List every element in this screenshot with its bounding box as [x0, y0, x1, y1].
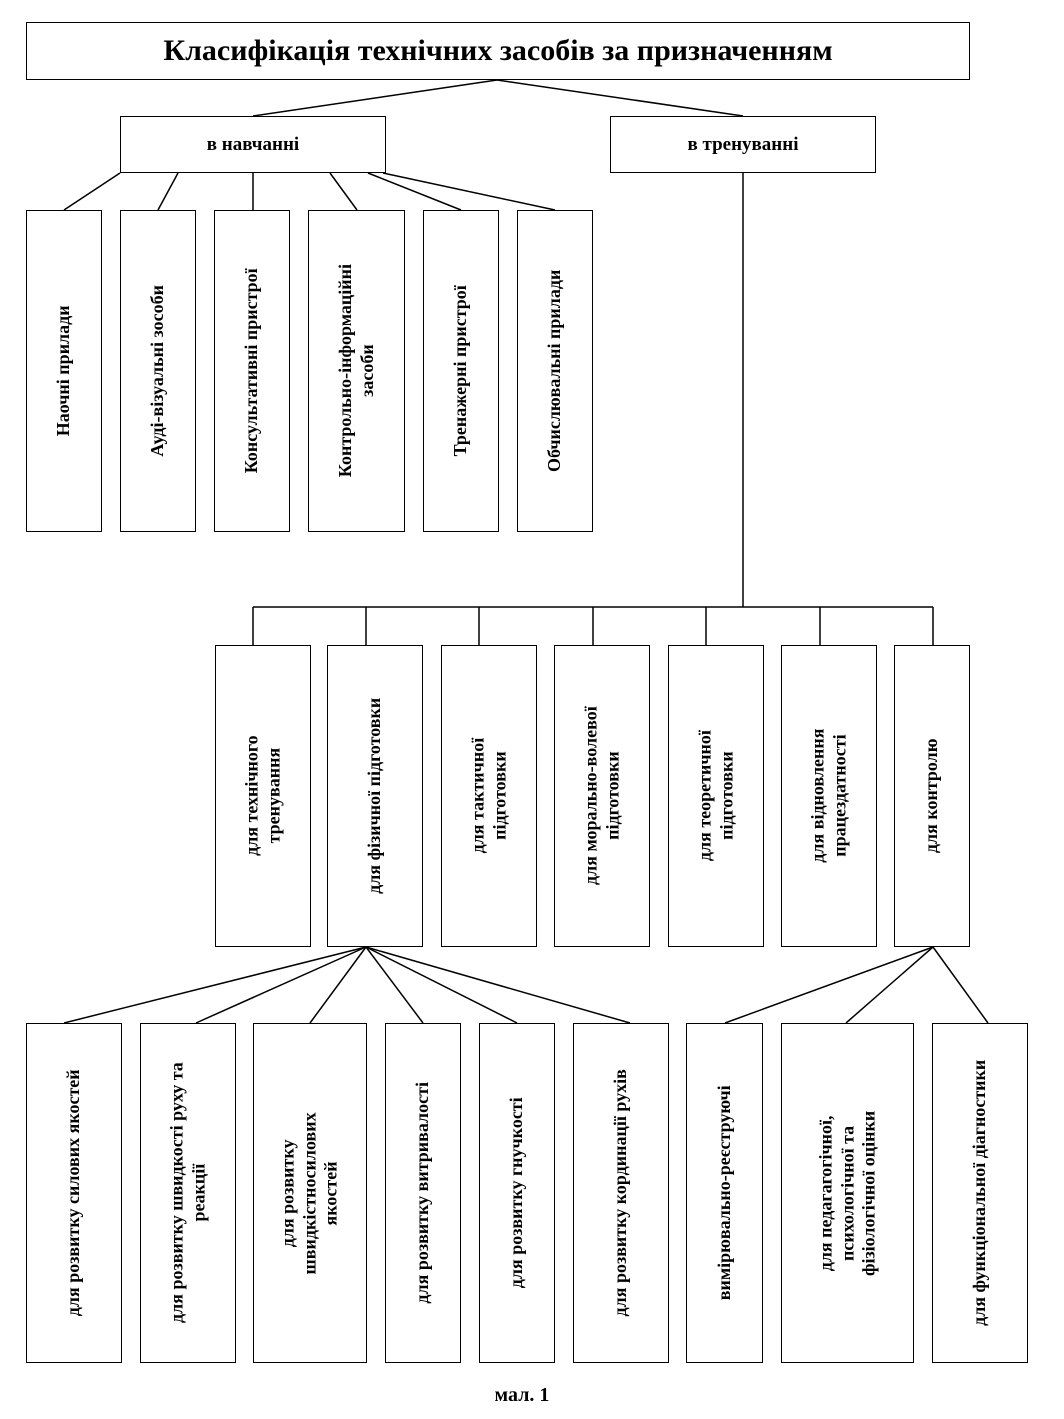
training-item-technical: для технічного тренування: [215, 645, 311, 947]
connector-line: [365, 946, 424, 1024]
physical-item-strength: для розвитку силових якостей: [26, 1023, 122, 1363]
branch-training: в тренуванні: [610, 116, 876, 173]
control-item-diagnostics: для функціональної діагностики: [932, 1023, 1028, 1363]
connector-line: [252, 79, 498, 117]
training-item-label: для контролю: [921, 738, 942, 854]
learning-item-audio-visual: Ауді-візуальні зособи: [120, 210, 196, 532]
connector-line: [329, 172, 358, 211]
learning-item-label: Ауді-візуальні зособи: [147, 285, 168, 457]
learning-item-label: Консультативні пристрої: [241, 268, 262, 474]
training-item-label: для відновлення працездатності: [807, 728, 849, 864]
physical-item-speed-strength: для розвитку швидкістносилових якостей: [253, 1023, 367, 1363]
learning-item-label: Наочні прилади: [53, 305, 74, 437]
learning-item-consulting: Консультативні пристрої: [214, 210, 290, 532]
physical-item-coordination: для розвитку кординації рухів: [573, 1023, 669, 1363]
control-item-label: для функціональної діагностики: [969, 1059, 990, 1327]
connector-line: [195, 946, 367, 1024]
control-item-label: вимірювально-реєструючі: [713, 1085, 734, 1301]
branch-learning-label: в навчанні: [206, 133, 300, 155]
learning-item-label: Контрольно-інформаційні засоби: [334, 264, 377, 478]
connector-line: [724, 946, 934, 1024]
control-item-measuring: вимірювально-реєструючі: [686, 1023, 763, 1363]
physical-item-endurance: для розвитку витривалості: [385, 1023, 461, 1363]
connector-line: [367, 172, 462, 211]
learning-item-control-info: Контрольно-інформаційні засоби: [308, 210, 405, 532]
learning-item-label: Тренажерні пристрої: [450, 285, 471, 457]
learning-item-label: Обчислювальні прилади: [544, 269, 565, 473]
connector-line: [157, 172, 179, 211]
physical-item-label: для розвитку витривалості: [412, 1082, 433, 1304]
connector-line: [382, 172, 556, 211]
training-item-control: для контролю: [894, 645, 970, 947]
connector-line: [932, 946, 989, 1024]
connector-line: [365, 946, 518, 1024]
control-item-assessment: для педагагогічної, психологічної та фіз…: [781, 1023, 914, 1363]
training-item-physical: для фізичної підготовки: [327, 645, 423, 947]
training-item-recovery: для відновлення працездатності: [781, 645, 877, 947]
physical-item-label: для розвитку гнучкості: [506, 1097, 527, 1289]
training-item-label: для фізичної підготовки: [364, 697, 385, 895]
training-item-label: для тактичної підготовки: [467, 738, 509, 854]
training-item-tactical: для тактичної підготовки: [441, 645, 537, 947]
figure-caption: мал. 1: [494, 1384, 550, 1406]
training-item-moral: для морально-волевої підготовки: [554, 645, 650, 947]
training-item-theoretical: для теоретичної підготовки: [668, 645, 764, 947]
branch-learning: в навчанні: [120, 116, 386, 173]
learning-item-visual-devices: Наочні прилади: [26, 210, 102, 532]
training-item-label: для теоретичної підготовки: [694, 730, 736, 862]
connector-line: [63, 946, 367, 1024]
control-item-label: для педагагогічної, психологічної та фіз…: [815, 1110, 879, 1276]
connector-line: [63, 172, 121, 211]
physical-item-label: для розвитку силових якостей: [63, 1069, 84, 1317]
physical-item-label: для розвитку кординації рухів: [610, 1069, 631, 1317]
physical-item-label: для розвитку швидкістносилових якостей: [277, 1111, 341, 1275]
training-item-label: для морально-волевої підготовки: [580, 706, 622, 886]
physical-item-flexibility: для розвитку гнучкості: [479, 1023, 555, 1363]
connector-line: [309, 946, 367, 1024]
branch-training-label: в тренуванні: [687, 133, 799, 155]
connector-line: [496, 79, 744, 117]
training-item-label: для технічного тренування: [241, 735, 283, 857]
learning-item-simulators: Тренажерні пристрої: [423, 210, 499, 532]
diagram-title: Класифікація технічних засобів за призна…: [26, 22, 970, 80]
physical-item-speed: для розвитку швидкості руху та реакції: [140, 1023, 236, 1363]
connector-line: [365, 946, 631, 1024]
learning-item-computing: Обчислювальні прилади: [517, 210, 593, 532]
title-text: Класифікація технічних засобів за призна…: [163, 34, 833, 67]
connector-line: [845, 946, 934, 1024]
physical-item-label: для розвитку швидкості руху та реакції: [166, 1062, 208, 1324]
